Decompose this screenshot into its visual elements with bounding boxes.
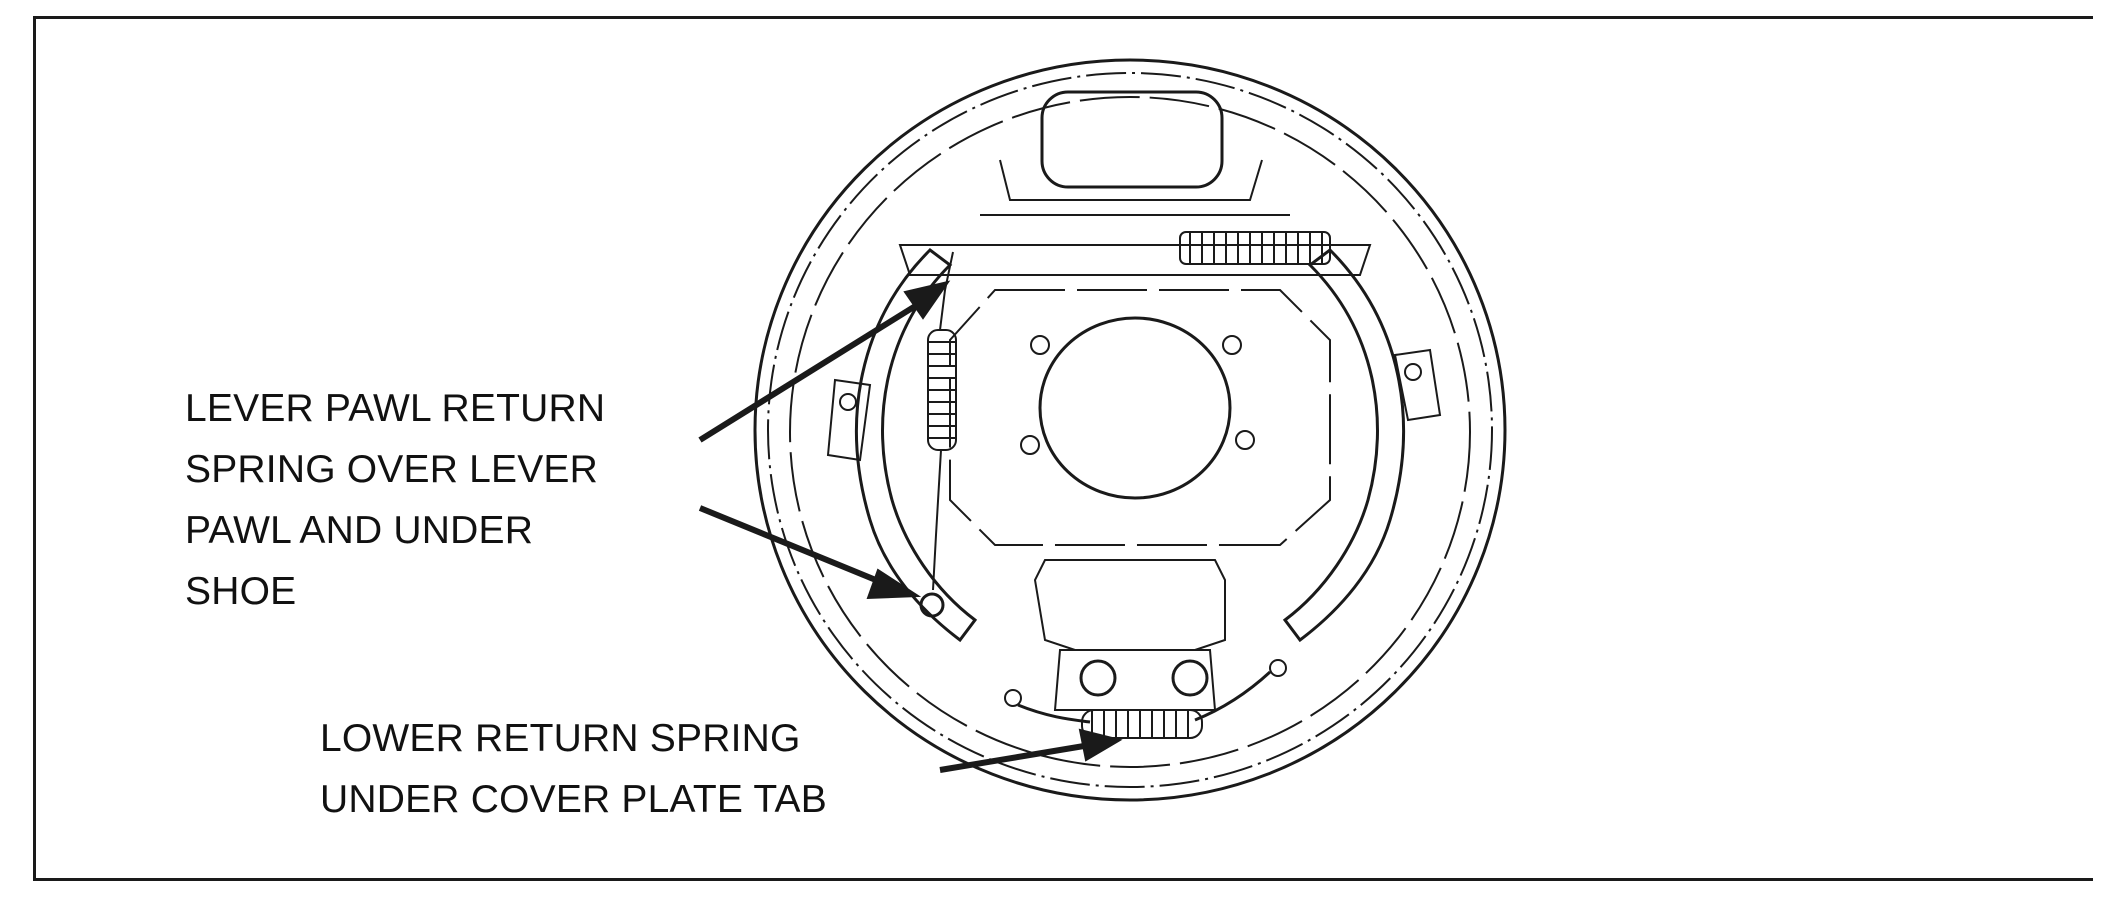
left-hold-down-tab <box>826 378 872 462</box>
upper-shoe-web <box>898 244 1372 276</box>
lower-return-spring-coils <box>1091 710 1189 738</box>
wheel-cylinder <box>980 90 1290 216</box>
lever-pawl-return-spring <box>919 251 957 618</box>
right-hold-down-pin <box>1404 363 1422 381</box>
adjuster-spring-body <box>1179 231 1331 265</box>
adjuster-spring <box>1179 231 1331 265</box>
right-brake-shoe <box>1282 248 1405 643</box>
wheel-cylinder-body <box>1040 90 1224 189</box>
anchor-pin-left <box>1079 659 1117 697</box>
hub-bolt-hole <box>1020 435 1040 455</box>
lever-pawl-spring-lower-rod <box>932 449 942 591</box>
lower-return-spring-arms <box>1017 670 1272 724</box>
lever-pawl-spring-upper-hook <box>939 251 954 331</box>
cover-plate-tab <box>1053 649 1217 711</box>
adjuster-spring-coils <box>1189 232 1323 264</box>
arrow-lever-pawl-upper-shaft <box>698 297 927 443</box>
backing-plate-inner-rim <box>789 96 1471 768</box>
hub-center <box>1038 316 1232 500</box>
lower-return-spring-coil <box>1081 709 1203 739</box>
lower-anchor <box>1004 559 1287 739</box>
callout-line: LEVER PAWL RETURN <box>185 387 606 430</box>
callout-line: LOWER RETURN SPRING <box>320 717 801 760</box>
callout-line: PAWL AND UNDER <box>185 509 534 552</box>
arrow-lever-pawl-lower-shaft <box>698 505 890 588</box>
figure-frame <box>33 16 2093 881</box>
callout-line: SHOE <box>185 570 297 613</box>
callout-line: SPRING OVER LEVER <box>185 448 599 491</box>
backing-plate <box>753 58 1507 802</box>
hold-down-tabs <box>826 348 1442 462</box>
backing-plate-outer-rim <box>753 58 1507 802</box>
hub-bolt-hole <box>1030 335 1050 355</box>
axle-hub <box>949 289 1331 546</box>
callout-line: UNDER COVER PLATE TAB <box>320 778 827 821</box>
left-hold-down-pin <box>839 393 857 411</box>
arrow-lower-spring-head <box>1078 728 1123 762</box>
arrow-lever-pawl-upper-head <box>903 280 951 320</box>
anchor-pin-right <box>1171 659 1209 697</box>
hub-bolt-hole <box>1235 430 1255 450</box>
lever-pawl-spring-coils <box>928 341 956 439</box>
callout-arrows <box>698 280 1123 773</box>
backing-plate-rim-edge <box>767 72 1493 788</box>
arrow-lever-pawl-lower-head <box>866 568 922 600</box>
hub-bolt-hole <box>1222 335 1242 355</box>
brake-shoes <box>855 244 1405 643</box>
anchor-plate <box>1033 559 1226 651</box>
hub-flange <box>949 289 1331 546</box>
spring-anchor-right <box>1269 659 1287 677</box>
wheel-cylinder-bracket <box>999 159 1263 201</box>
lower-return-spring-callout: LOWER RETURN SPRING UNDER COVER PLATE TA… <box>320 716 827 838</box>
left-brake-shoe <box>855 248 978 643</box>
lever-pawl-return-spring-callout: LEVER PAWL RETURN SPRING OVER LEVER PAWL… <box>185 386 605 630</box>
spring-anchor-left <box>1004 689 1022 707</box>
arrow-lower-spring-shaft <box>939 742 1091 773</box>
lever-pawl-spring-lower-eye <box>919 592 945 618</box>
right-hold-down-tab <box>1393 348 1442 422</box>
